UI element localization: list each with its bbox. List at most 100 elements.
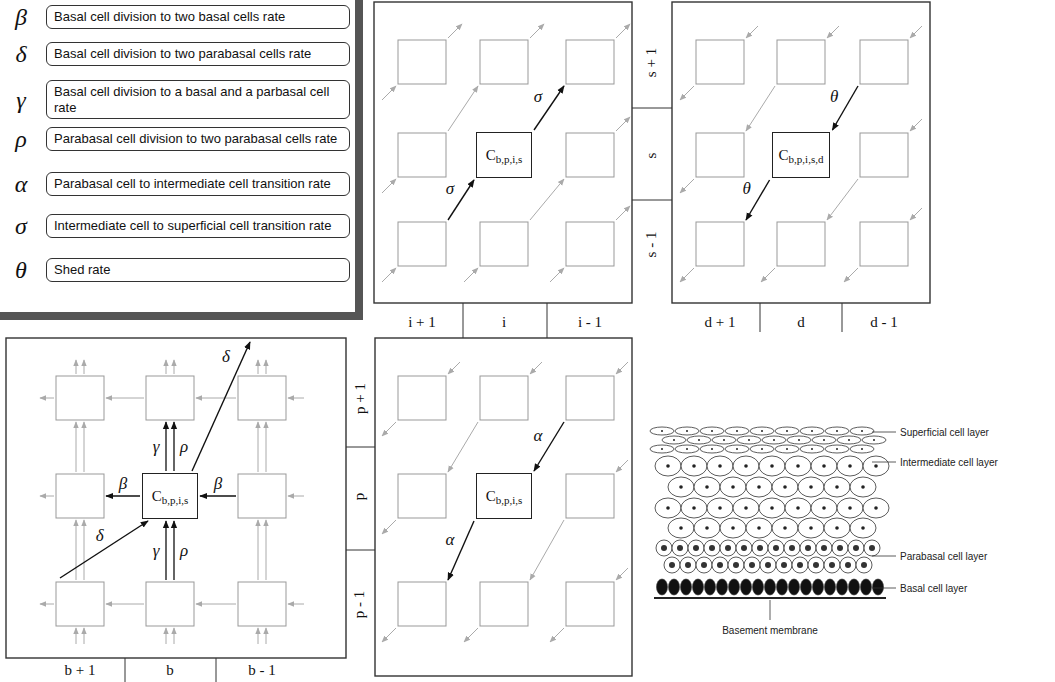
compartment-cell (566, 133, 614, 177)
cell-nucleus (757, 526, 761, 530)
cell-nucleus (813, 562, 819, 568)
rate-label: δ (222, 347, 230, 367)
axis-tick (216, 658, 217, 682)
background-arrow (76, 520, 77, 580)
compartment-cell (398, 222, 446, 266)
rate-label: β (119, 474, 127, 494)
background-arrow (382, 268, 396, 282)
background-arrow (84, 520, 85, 580)
compartment-cell (777, 40, 825, 84)
compartment-cell (860, 222, 908, 266)
axis-tick (463, 303, 464, 338)
background-arrow (616, 206, 630, 220)
parabasal-cell (792, 557, 808, 573)
parabasal-cell (840, 557, 856, 573)
intermediate-cell (850, 518, 876, 538)
parabasal-cell (736, 540, 752, 556)
cell-nucleus (757, 545, 763, 551)
cell-nucleus (786, 430, 788, 432)
parabasal-cell (728, 557, 744, 573)
cell-nucleus (711, 448, 713, 450)
cell-nucleus (761, 430, 763, 432)
cell-nucleus (692, 464, 696, 468)
cell-nucleus (837, 545, 843, 551)
cell-nucleus (821, 545, 827, 551)
superficial-cell (687, 436, 711, 444)
compartment-cell (480, 376, 528, 420)
cell-nucleus (748, 439, 750, 441)
cell-nucleus (741, 545, 747, 551)
cell-nucleus (783, 485, 787, 489)
cell-nucleus (692, 506, 696, 510)
basal-cell (849, 579, 860, 595)
cell-nucleus (861, 485, 865, 489)
cell-nucleus (770, 506, 774, 510)
superficial-cell (850, 427, 874, 435)
axis-tick (842, 303, 843, 332)
background-arrow (76, 422, 77, 472)
basal-cell (741, 579, 752, 595)
background-arrow (166, 360, 167, 374)
panel-frame (374, 2, 632, 303)
background-arrow (746, 86, 775, 131)
compartment-index: b,p,i,s (162, 494, 189, 506)
background-arrow (680, 179, 694, 193)
axis-tick (632, 200, 672, 201)
basal-cell (705, 579, 716, 595)
parabasal-cell (832, 540, 848, 556)
parabasal-cell (696, 557, 712, 573)
background-arrow (910, 208, 922, 220)
background-arrow (258, 360, 259, 374)
background-arrow (746, 26, 758, 38)
compartment-cell (56, 474, 104, 518)
background-arrow (382, 520, 396, 534)
cell-nucleus (823, 439, 825, 441)
background-arrow (550, 268, 564, 282)
panel-frame (672, 2, 930, 303)
parabasal-cell (824, 557, 840, 573)
basal-cell (837, 579, 848, 595)
cell-nucleus (861, 430, 863, 432)
compartment-cell (860, 40, 908, 84)
compartment-cell (566, 474, 614, 518)
superficial-cell (662, 436, 686, 444)
transition-arrow (60, 521, 148, 578)
cell-nucleus (786, 448, 788, 450)
legend-entry: θShed rate (46, 258, 350, 282)
background-arrow (464, 268, 478, 282)
parabasal-cell (704, 540, 720, 556)
cell-nucleus (874, 506, 878, 510)
compartment-cell (398, 376, 446, 420)
compartment-cell (696, 40, 744, 84)
basal-cell (813, 579, 824, 595)
legend-frame (355, 0, 363, 320)
cell-nucleus (848, 506, 852, 510)
compartment-index: b,p,i,s (496, 153, 523, 165)
cell-nucleus (835, 526, 839, 530)
superficial-cell (675, 427, 699, 435)
rate-symbol: σ (5, 214, 37, 238)
basal-cell (693, 579, 704, 595)
axis-tick (547, 303, 548, 338)
background-arrow (258, 520, 259, 580)
superficial-cell (775, 427, 799, 435)
parabasal-cell (712, 557, 728, 573)
legend-entry: ρParabasal cell division to two parabasa… (46, 127, 350, 151)
compartment-symbol: C (486, 488, 496, 505)
intermediate-cell (811, 456, 837, 476)
rate-symbol: ρ (5, 127, 37, 151)
parabasal-cell (848, 540, 864, 556)
basal-cell (681, 579, 692, 595)
basal-cell (729, 579, 740, 595)
intermediate-cell (720, 518, 746, 538)
compartment-cell (480, 582, 528, 626)
cell-nucleus (661, 545, 667, 551)
parabasal-cell (816, 540, 832, 556)
axis-label: i + 1 (408, 314, 436, 331)
cell-nucleus (693, 545, 699, 551)
background-arrow (616, 24, 630, 38)
intermediate-cell (655, 456, 681, 476)
cell-nucleus (874, 464, 878, 468)
transition-arrow (173, 422, 174, 471)
leader-line (872, 432, 896, 433)
